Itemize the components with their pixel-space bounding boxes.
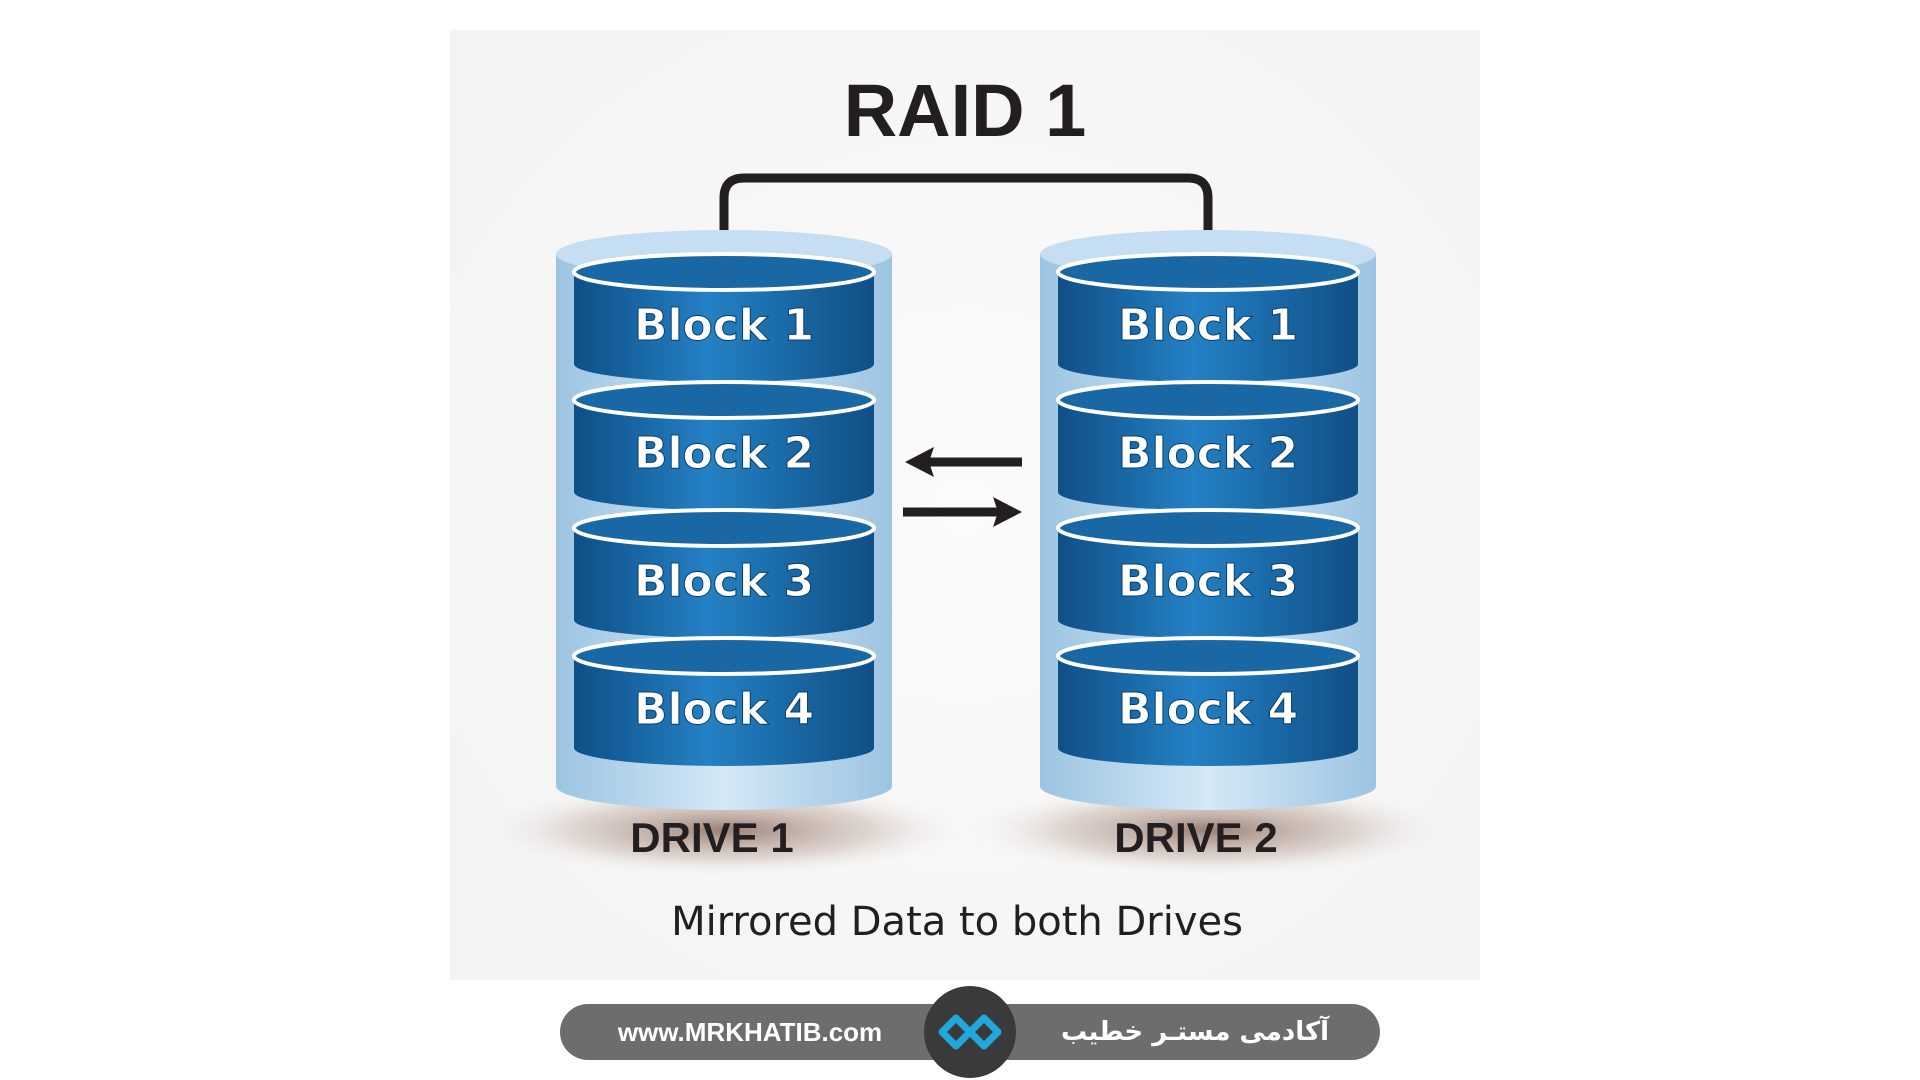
block-top [1056, 252, 1360, 292]
block-label: Block 1 [634, 300, 814, 351]
arrow-right-icon [993, 497, 1022, 527]
block-top [572, 508, 876, 548]
brand-name: آکادمی مستـر خطیب [1060, 1017, 1330, 1047]
block-label: Block 2 [634, 428, 814, 479]
block-cylinder [1058, 656, 1358, 766]
block-cylinder [574, 272, 874, 382]
block-top [572, 252, 876, 292]
block-label: Block 3 [1118, 556, 1298, 607]
block-label: Block 1 [1118, 300, 1298, 351]
brand-url[interactable]: www.MRKHATIB.com [617, 1017, 883, 1047]
block-cylinder [574, 656, 874, 766]
drive-block: Block 1 [1056, 252, 1360, 382]
block-label: Block 3 [634, 556, 814, 607]
drive-shadow [958, 782, 1458, 878]
block-cylinder [574, 400, 874, 510]
drive-block: Block 3 [572, 508, 876, 638]
infinity-diamond-logo-icon [938, 1014, 1002, 1050]
block-label: Block 4 [1118, 684, 1298, 735]
sync-arrows [903, 447, 1022, 527]
block-top [1056, 508, 1360, 548]
block-label: Block 4 [634, 684, 814, 735]
block-cylinder [574, 528, 874, 638]
drive-block: Block 3 [1056, 508, 1360, 638]
diagram-caption: Mirrored Data to both Drives [671, 899, 1243, 945]
drive-2: Block 1 Block 2 Block 3 Block 4 DRIVE 2 [958, 230, 1458, 878]
drive-label: DRIVE 2 [1114, 814, 1277, 861]
brand-logo [924, 986, 1016, 1078]
mirror-link-bracket [719, 173, 1213, 272]
drive-block: Block 2 [1056, 380, 1360, 510]
block-top [572, 636, 876, 676]
drive-shadow [474, 782, 974, 878]
block-top [1056, 380, 1360, 420]
arrow-left-icon [905, 447, 934, 477]
block-cylinder [1058, 528, 1358, 638]
diagram-title: RAID 1 [844, 69, 1087, 152]
block-label: Block 2 [1118, 428, 1298, 479]
drive-label: DRIVE 1 [630, 814, 793, 861]
drive-block: Block 2 [572, 380, 876, 510]
drive-block: Block 4 [572, 636, 876, 766]
block-cylinder [1058, 400, 1358, 510]
drive-1: Block 1 Block 2 Block 3 Block 4 DRIVE 1 [474, 230, 974, 878]
block-top [572, 380, 876, 420]
drive-block: Block 4 [1056, 636, 1360, 766]
block-top [1056, 636, 1360, 676]
drive-block: Block 1 [572, 252, 876, 382]
block-cylinder [1058, 272, 1358, 382]
